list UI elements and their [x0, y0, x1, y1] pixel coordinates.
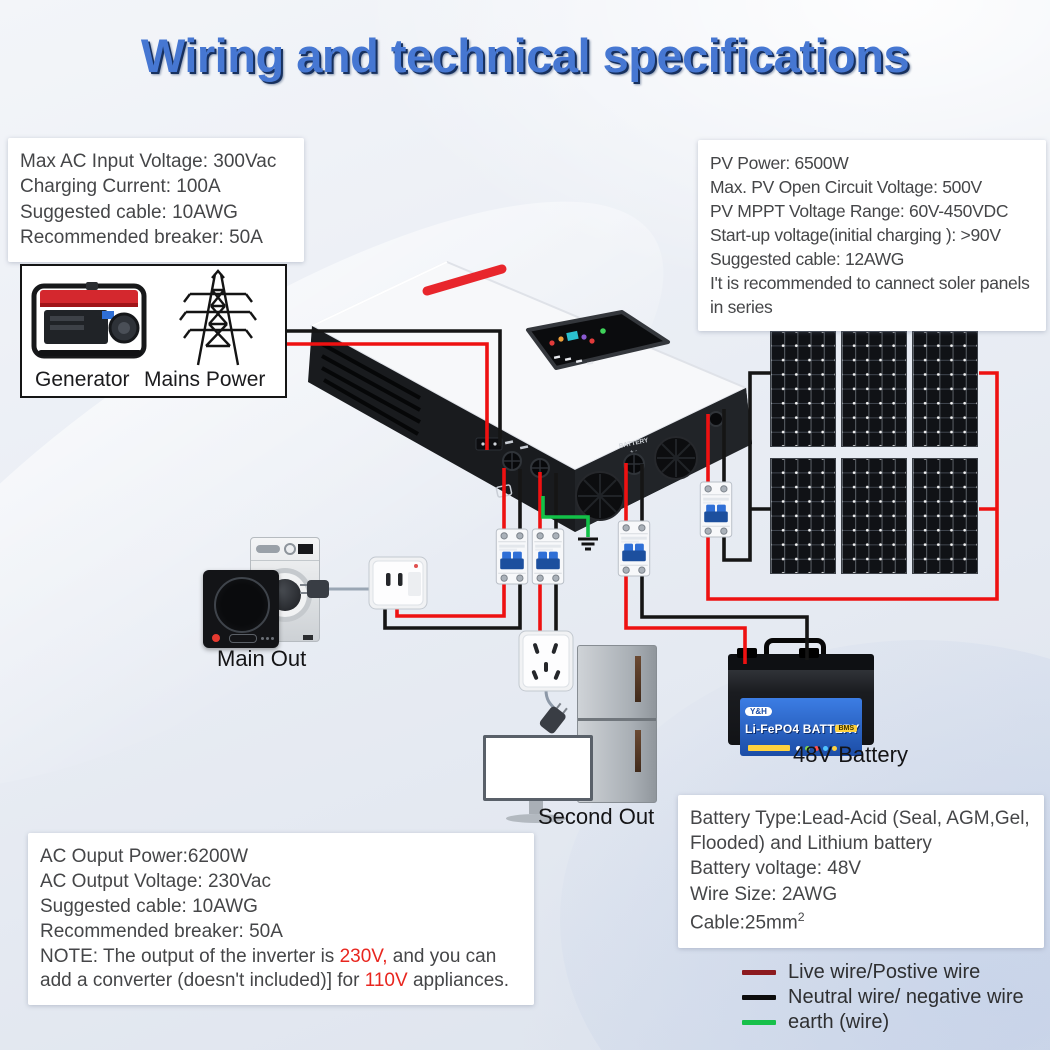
second-out-label: Second Out: [538, 804, 655, 829]
spec-line: Battery voltage: 48V: [690, 858, 862, 880]
ac-input-spec-box: Max AC Input Voltage: 300Vac Charging Cu…: [8, 138, 304, 263]
page-title: Wiring and technical specifications: [140, 29, 910, 82]
battery-breaker: [617, 520, 651, 577]
spec-line: I't is recommended to cannect soler pane…: [710, 273, 1030, 317]
cable-sup: 2: [797, 909, 805, 924]
spec-line: PV Power: 6500W: [710, 153, 849, 173]
spec-line: AC Output Voltage: 230Vac: [40, 870, 271, 892]
spec-line: Suggested cable: 10AWG: [20, 201, 238, 223]
washer-cord: [300, 580, 370, 598]
monitor-cord: [539, 689, 568, 734]
solar-panel: [912, 458, 978, 574]
generator-label: Generator: [35, 368, 130, 391]
legend-label: Live wire/Postive wire: [788, 961, 981, 983]
spec-line: Recommended breaker: 50A: [20, 226, 263, 248]
solar-panel: [841, 458, 907, 574]
solar-panel: [770, 458, 836, 574]
ac-output-spec-box: AC Ouput Power:6200W AC Output Voltage: …: [28, 833, 534, 1005]
battery-label-text: 48V Battery: [793, 742, 908, 767]
legend-item-live: Live wire/Postive wire: [742, 960, 1024, 985]
spec-line: Max AC Input Voltage: 300Vac: [20, 151, 277, 172]
spec-line: Wire Size: 2AWG: [690, 884, 838, 906]
second-out-breaker: [531, 528, 565, 585]
note-voltage-110: 110V: [364, 969, 408, 991]
live-wire-swatch: [742, 970, 776, 975]
spec-line: Start-up voltage(initial charging ): >90…: [710, 225, 1001, 246]
legend-item-neutral: Neutral wire/ negative wire: [742, 985, 1024, 1010]
earth-wire-swatch: [742, 1020, 776, 1025]
spec-line-cable: Cable:25mm2: [690, 909, 1032, 936]
note-mid: and you can add a converter (doesn't inc…: [40, 945, 497, 991]
main-out-breaker: [495, 528, 529, 585]
battery-spec-box: Battery Type:Lead-Acid (Seal, AGM,Gel, F…: [678, 795, 1044, 948]
spec-line: Suggested cable: 10AWG: [40, 895, 258, 917]
transmission-tower-icon: [179, 269, 257, 366]
spec-line: Charging Current: 100A: [20, 176, 221, 198]
pv-breaker: [699, 481, 733, 538]
legend-item-earth: earth (wire): [742, 1010, 1024, 1035]
solar-panel: [841, 331, 907, 447]
main-out-outlet: [368, 556, 428, 610]
note-prefix: NOTE: The output of the inverter is: [40, 945, 340, 967]
note-suffix: appliances.: [407, 969, 510, 991]
spec-line: Battery Type:Lead-Acid (Seal, AGM,Gel, F…: [690, 808, 1030, 854]
pv-spec-box: PV Power: 6500W Max. PV Open Circuit Vol…: [698, 140, 1046, 331]
legend-label: Neutral wire/ negative wire: [788, 986, 1024, 1008]
spec-line: AC Ouput Power:6200W: [40, 846, 249, 867]
spec-line: Max. PV Open Circuit Voltage: 500V: [710, 177, 982, 198]
solar-panel-array: [770, 331, 982, 574]
ground-symbol: [578, 537, 598, 551]
cable-size: Cable:25mm: [690, 912, 798, 934]
wire-legend: Live wire/Postive wire Neutral wire/ neg…: [742, 960, 1024, 1035]
second-out-outlet: [518, 630, 574, 692]
mains-power-label: Mains Power: [144, 368, 266, 391]
spec-note: NOTE: The output of the inverter is 230V…: [40, 945, 522, 993]
spec-line: PV MPPT Voltage Range: 60V-450VDC: [710, 201, 1009, 222]
note-voltage-230: 230V,: [339, 945, 388, 967]
solar-panel: [912, 331, 978, 447]
neutral-wire-swatch: [742, 995, 776, 1000]
legend-label: earth (wire): [788, 1011, 890, 1033]
solar-panel: [770, 331, 836, 447]
spec-line: Suggested cable: 12AWG: [710, 249, 905, 270]
power-source-box: Generator Mains Power: [20, 264, 287, 398]
spec-line: Recommended breaker: 50A: [40, 920, 283, 942]
generator-icon: [31, 282, 147, 359]
main-out-label: Main Out: [217, 646, 307, 671]
